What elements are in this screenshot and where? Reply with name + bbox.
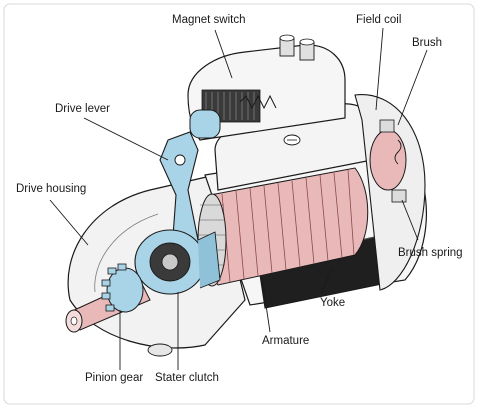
leader-drive-housing — [49, 199, 89, 246]
label-magnet-switch: Magnet switch — [172, 14, 246, 26]
label-drive-housing: Drive housing — [16, 183, 86, 195]
leader-brush-spring — [401, 199, 419, 241]
label-field-coil: Field coil — [356, 14, 401, 26]
leader-magnet-switch — [214, 29, 233, 79]
leader-yoke — [321, 267, 333, 293]
label-brush-spring: Brush spring — [398, 247, 463, 259]
label-stater-clutch: Stater clutch — [155, 372, 219, 384]
label-pinion-gear: Pinion gear — [85, 372, 143, 384]
brush-end-shape — [354, 94, 426, 291]
pinion-gear-shape — [65, 263, 151, 333]
label-armature: Armature — [262, 335, 309, 347]
labels: Magnet switch Field coil Brush Drive lev… — [16, 14, 463, 384]
leader-drive-lever — [83, 117, 169, 161]
armature-shape — [197, 167, 369, 287]
leader-lines — [49, 27, 428, 370]
label-brush: Brush — [412, 37, 442, 49]
magnet-switch-shape — [187, 34, 346, 141]
label-yoke: Yoke — [320, 297, 345, 309]
leader-brush — [397, 49, 428, 126]
leader-armature — [261, 277, 271, 333]
label-drive-lever: Drive lever — [55, 103, 110, 115]
leader-field-coil — [375, 27, 384, 111]
starter-clutch-shape — [134, 229, 221, 295]
